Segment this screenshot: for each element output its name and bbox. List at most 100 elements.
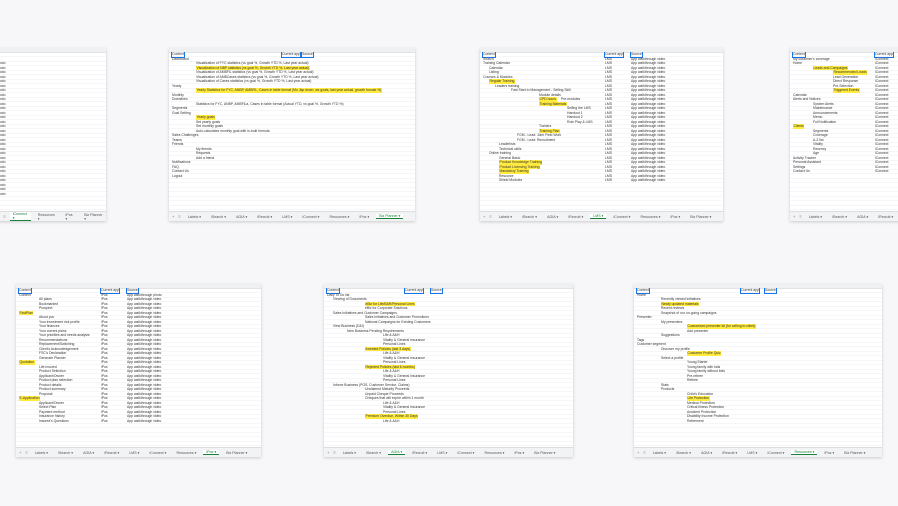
cell[interactable]: App walkthrough video (127, 418, 162, 423)
cell[interactable]: Calendar (489, 65, 503, 70)
cell[interactable]: Recently viewed initiatives (661, 297, 701, 301)
cell[interactable]: Tags (637, 337, 645, 342)
table-row[interactable]: Segments (169, 106, 415, 111)
cell[interactable]: iPos (101, 351, 108, 355)
sheet-tab-agia[interactable]: AGIA ▾ (547, 214, 559, 219)
cell[interactable]: App walkthrough video (631, 56, 666, 61)
cell[interactable]: LMS (605, 146, 612, 151)
cell[interactable]: Technical skills (499, 146, 522, 151)
table-row[interactable]: Tags (634, 338, 882, 343)
table-row[interactable]: Personal Lines (324, 360, 573, 365)
cell[interactable]: photo (0, 169, 6, 173)
cell[interactable]: App walkthrough video (127, 337, 162, 342)
cell[interactable]: LMS (605, 128, 612, 133)
sheet-tab-iconnect[interactable]: iConnect ▾ (767, 450, 785, 455)
table-row[interactable]: Goal Setting (169, 111, 415, 116)
table-row[interactable]: A-Z list iConnect (790, 138, 898, 143)
cell[interactable]: App walkthrough video (127, 378, 162, 382)
cell[interactable]: A-Z list (813, 137, 824, 142)
cell[interactable]: photo (0, 70, 6, 74)
cell[interactable]: Visualization of AMBCases statistics (vs… (196, 74, 319, 79)
table-row[interactable]: photo (0, 79, 106, 84)
table-row[interactable]: Discover my profile (634, 347, 882, 352)
cell[interactable]: LMS (605, 110, 612, 115)
cell[interactable]: LMS (605, 119, 612, 124)
cell[interactable]: Shield Modules (499, 178, 523, 182)
cell[interactable]: LMS (605, 133, 612, 137)
cell[interactable]: photo (0, 92, 6, 97)
cell[interactable]: iPos (101, 405, 108, 409)
sheet-tab-labels[interactable]: Labels ▾ (808, 214, 823, 219)
cell[interactable]: iPos (101, 360, 108, 364)
cell[interactable]: Direct Response (833, 79, 859, 83)
cell[interactable]: Yearly (172, 83, 182, 88)
cell[interactable]: FSC's Declaration (39, 351, 67, 355)
table-row[interactable]: Visualization of AMBFiL statistics (vs g… (169, 70, 415, 75)
table-row[interactable]: photo (0, 187, 106, 192)
cell[interactable]: Source (301, 52, 314, 58)
table-row[interactable]: Life Protection (634, 396, 882, 401)
cell[interactable]: Bookmarked (39, 301, 59, 306)
cell[interactable]: iConnect (875, 160, 889, 164)
cell[interactable]: App walkthrough video (127, 315, 162, 319)
cell[interactable]: LMS (605, 124, 612, 128)
cell[interactable]: photo (0, 142, 6, 146)
cell[interactable]: eBiz for Corporate Solutions (365, 306, 408, 310)
cell[interactable]: iPos (101, 382, 108, 387)
cell[interactable]: photo (0, 151, 6, 155)
cell[interactable]: Home (793, 61, 803, 65)
sheet-tab-labels[interactable]: Labels ▾ (652, 450, 667, 455)
cell[interactable]: iConnect (875, 146, 889, 151)
table-row[interactable]: Vitality & General Insurance (324, 356, 573, 361)
cell[interactable]: Context (326, 288, 340, 294)
cell[interactable]: App walkthrough video (127, 333, 162, 337)
table-row[interactable]: Visualization of AMBCases statistics (vs… (169, 75, 415, 80)
table-row[interactable]: Set monthly goals (169, 124, 415, 129)
cell[interactable]: LMS (605, 79, 612, 83)
sheet-tab-ipos[interactable]: iPos ▾ (359, 214, 370, 219)
sheet-tab-irecruit[interactable]: iRecruit ▾ (257, 214, 273, 219)
cell[interactable]: App walkthrough video (631, 169, 666, 173)
cell[interactable]: iConnect (875, 137, 889, 142)
table-row[interactable]: Add presenter (634, 329, 882, 334)
cell[interactable]: LMS (605, 92, 612, 97)
all-sheets-menu-icon[interactable]: ≡ (178, 214, 181, 219)
table-row[interactable]: photo (0, 133, 106, 138)
sheet-tab-iconnect[interactable]: iConnect ▾ (613, 214, 631, 219)
sheet-tab-resources[interactable]: Resources ▾ (176, 450, 197, 455)
sheet-tab-irecruit[interactable]: iRecruit ▾ (412, 450, 428, 455)
table-row[interactable]: Vitality & General Insurance (324, 374, 573, 379)
sheet-tab-biz-planner[interactable]: Biz Planner ▾ (534, 450, 556, 455)
cell[interactable]: Recency (813, 146, 827, 151)
cell[interactable]: Contact Us (172, 169, 189, 173)
cell[interactable]: iPos (101, 306, 108, 310)
cell[interactable]: Pre-Selection (833, 83, 854, 88)
cell[interactable]: My customer's coverage (793, 56, 830, 61)
cell[interactable]: Personal Assistant (793, 160, 821, 164)
table-row[interactable]: Personal Lines (324, 410, 573, 415)
cell[interactable]: iConnect (875, 164, 889, 169)
cell[interactable]: Personal Lines (383, 378, 406, 382)
cell[interactable]: About you (39, 315, 55, 319)
cell[interactable]: iConnect (875, 155, 889, 160)
cell[interactable]: iConnect (875, 70, 889, 74)
table-row[interactable]: Products (634, 387, 882, 392)
cell[interactable]: App walkthrough video (631, 133, 666, 137)
all-sheets-menu-icon[interactable]: ≡ (799, 214, 802, 219)
cell[interactable]: Current app (100, 288, 120, 294)
cell[interactable]: Requests (196, 151, 211, 155)
table-row[interactable]: Dashboard (169, 57, 415, 62)
